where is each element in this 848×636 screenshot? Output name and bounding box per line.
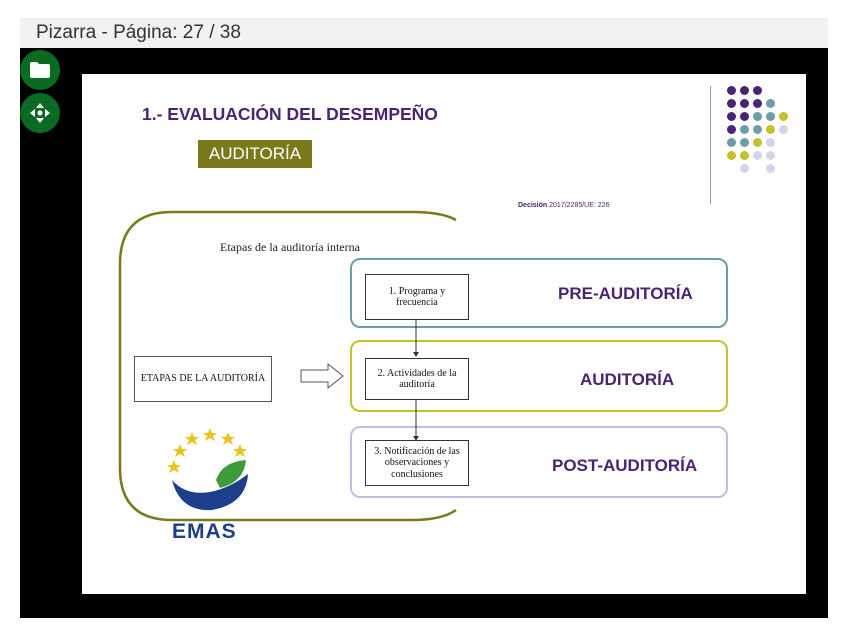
window-title: Pizarra - Página: 27 / 38 <box>36 22 241 43</box>
emas-logo-text: EMAS <box>172 520 237 543</box>
diagram-frame <box>118 210 457 522</box>
step-2-box: 2. Actividades de la auditoría <box>365 358 469 400</box>
folder-button[interactable] <box>20 50 60 90</box>
move-arrows-icon <box>30 103 50 123</box>
phase-audit: AUDITORÍA <box>580 370 675 389</box>
slide-title: 1.- EVALUACIÓN DEL DESEMPEÑO <box>142 104 438 124</box>
stages-box: ETAPAS DE LA AUDITORÍA <box>134 356 272 402</box>
diagram-title: Etapas de la auditoría interna <box>220 240 360 254</box>
audit-tag: AUDITORÍA <box>198 140 312 168</box>
phase-post-audit: POST-AUDITORÍA <box>552 456 698 475</box>
folder-icon <box>30 62 50 78</box>
decision-reference: Decisión 2017/2285/UE: 226 <box>518 202 610 209</box>
window-title-bar: Pizarra - Página: 27 / 38 <box>20 18 828 48</box>
step-3-box: 3. Notificación de las observaciones y c… <box>365 440 469 486</box>
post-audit-box <box>350 426 728 498</box>
step-1-box: 1. Programa y frecuencia <box>365 274 469 320</box>
corner-divider <box>710 86 711 204</box>
emas-logo-icon <box>167 428 248 511</box>
phase-pre-audit: PRE-AUDITORÍA <box>558 284 693 303</box>
move-button[interactable] <box>20 93 60 133</box>
slide: 1.- EVALUACIÓN DEL DESEMPEÑO AUDITORÍA D… <box>82 74 806 594</box>
right-arrow-icon <box>300 363 344 389</box>
step-connectors <box>413 320 419 441</box>
